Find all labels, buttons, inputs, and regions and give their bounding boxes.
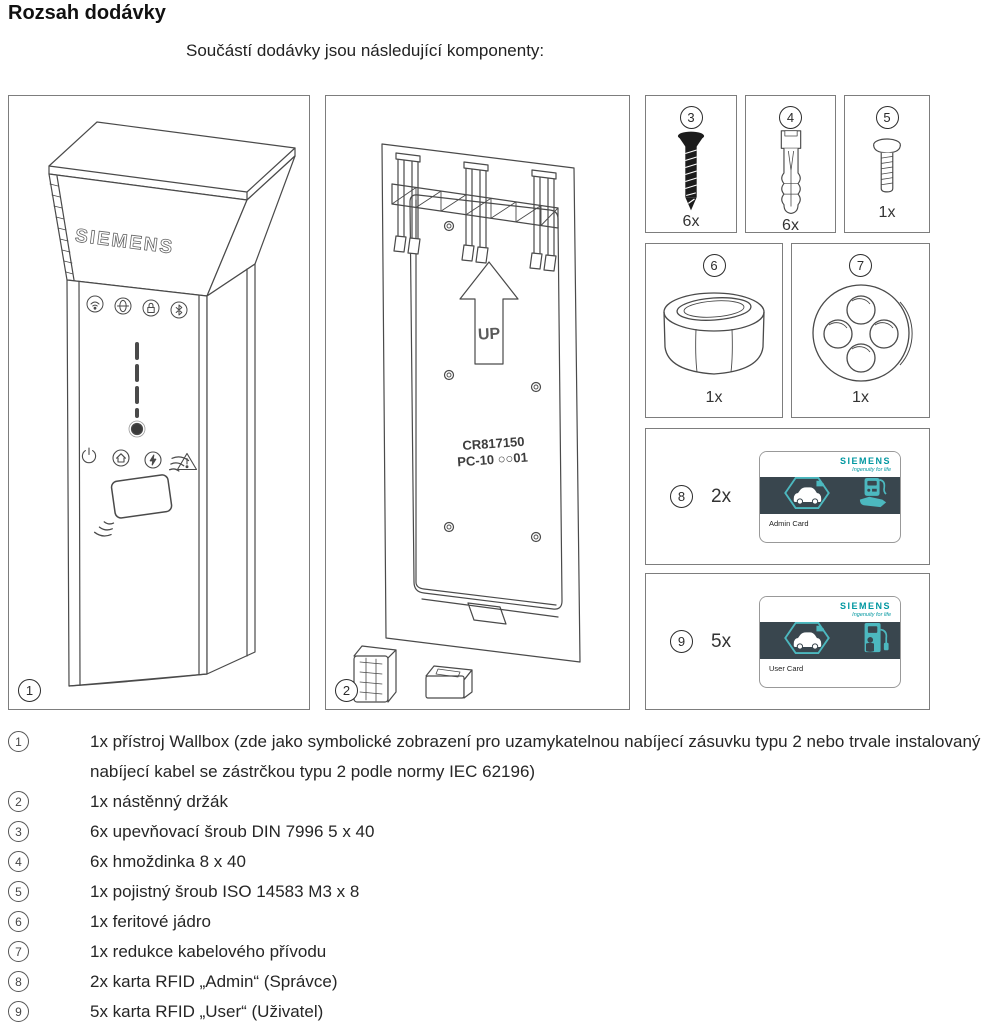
part-box-wall-plug: 4 6x bbox=[745, 95, 836, 234]
legend-text-5: 1x pojistný šroub ISO 14583 M3 x 8 bbox=[90, 882, 360, 901]
hexagon-car-icon bbox=[784, 621, 830, 654]
bracket-panel: UP CR817150 PC-10 ○○01 bbox=[325, 95, 630, 710]
part-box-admin-card: 8 2x SIEMENS Ingenuity for life bbox=[645, 428, 930, 565]
legend-text-7: 1x redukce kabelového přívodu bbox=[90, 942, 327, 961]
block-part bbox=[425, 665, 473, 699]
part4-qty: 6x bbox=[782, 217, 799, 234]
legend-text-9: 5x karta RFID „User“ (Uživatel) bbox=[90, 1002, 324, 1021]
hook-tower-middle bbox=[461, 161, 489, 264]
part9-number-badge: 9 bbox=[670, 630, 693, 653]
ferrite-core-icon bbox=[663, 292, 765, 375]
hand-charger-icon bbox=[859, 477, 887, 507]
legend-item-7: 7 1x redukce kabelového přívodu bbox=[8, 937, 993, 967]
hook-tower-left bbox=[393, 152, 421, 255]
part7-number-badge: 7 bbox=[849, 254, 872, 277]
lock-icon bbox=[142, 299, 160, 317]
bracket-number-badge: 2 bbox=[335, 679, 358, 702]
led-icons-top bbox=[86, 295, 188, 319]
delivery-figure: SIEMENS bbox=[0, 95, 997, 710]
part-code: CR817150 PC-10 ○○01 bbox=[457, 434, 528, 470]
legend-text-2: 1x nástěnný držák bbox=[90, 792, 228, 811]
legend-text-8: 2x karta RFID „Admin“ (Správce) bbox=[90, 972, 338, 991]
home-icon bbox=[112, 449, 130, 467]
legend-num-7: 7 bbox=[8, 941, 29, 962]
part-box-user-card: 9 5x SIEMENS Ingenuity for life bbox=[645, 573, 930, 710]
wallbox-panel: SIEMENS bbox=[8, 95, 310, 710]
legend-item-6: 6 1x feritové jádro bbox=[8, 907, 993, 937]
part-code-line2: PC-10 ○○01 bbox=[457, 450, 528, 470]
card-tagline: Ingenuity for life bbox=[852, 611, 891, 618]
wood-screw-icon bbox=[677, 131, 705, 211]
wallbox-illustration: SIEMENS bbox=[48, 121, 296, 687]
wallbox-number-badge: 1 bbox=[18, 679, 41, 702]
part8-qty: 2x bbox=[711, 485, 732, 507]
charging-station-person-icon bbox=[864, 622, 889, 652]
up-arrow: UP bbox=[459, 261, 519, 365]
legend-num-1: 1 bbox=[8, 731, 29, 752]
page-title: Rozsah dodávky bbox=[8, 2, 166, 24]
legend-item-3: 3 6x upevňovací šroub DIN 7996 5 x 40 bbox=[8, 817, 993, 847]
screw-holes bbox=[443, 220, 542, 543]
legend-text-6: 1x feritové jádro bbox=[90, 912, 211, 931]
network-icon bbox=[114, 297, 132, 315]
legend: 1 1x přístroj Wallbox (zde jako symbolic… bbox=[8, 727, 993, 1027]
clip-part bbox=[353, 645, 397, 703]
card-brand: SIEMENS bbox=[839, 600, 891, 611]
part7-qty: 1x bbox=[852, 389, 869, 406]
user-card: SIEMENS Ingenuity for life bbox=[759, 595, 901, 688]
bracket-illustration: UP CR817150 PC-10 ○○01 bbox=[353, 143, 581, 703]
rfid-reader-zone bbox=[93, 456, 190, 537]
cable-reducer-icon bbox=[811, 284, 913, 382]
part-box-reducer: 7 1x bbox=[791, 243, 930, 418]
legend-num-9: 9 bbox=[8, 1001, 29, 1022]
energy-icon bbox=[144, 451, 162, 469]
part3-qty: 6x bbox=[682, 213, 700, 230]
legend-item-4: 4 6x hmoždinka 8 x 40 bbox=[8, 847, 993, 877]
legend-num-4: 4 bbox=[8, 851, 29, 872]
part8-number-badge: 8 bbox=[670, 485, 693, 508]
wifi-icon bbox=[86, 295, 104, 313]
legend-num-8: 8 bbox=[8, 971, 29, 992]
legend-item-1: 1 1x přístroj Wallbox (zde jako symbolic… bbox=[8, 727, 993, 787]
hook-tower-right bbox=[529, 169, 557, 272]
part6-number-badge: 6 bbox=[702, 254, 726, 277]
part4-number-badge: 4 bbox=[779, 106, 802, 129]
button-dot bbox=[130, 422, 144, 436]
hexagon-car-icon bbox=[784, 476, 830, 509]
admin-card: SIEMENS Ingenuity for life bbox=[759, 450, 901, 543]
part-box-screw: 3 6x bbox=[645, 95, 737, 233]
user-card-label: User Card bbox=[769, 663, 804, 673]
part6-qty: 1x bbox=[705, 389, 723, 406]
legend-item-2: 2 1x nástěnný držák bbox=[8, 787, 993, 817]
legend-item-5: 5 1x pojistný šroub ISO 14583 M3 x 8 bbox=[8, 877, 993, 907]
legend-item-8: 8 2x karta RFID „Admin“ (Správce) bbox=[8, 967, 993, 997]
up-label: UP bbox=[478, 325, 501, 343]
legend-num-2: 2 bbox=[8, 791, 29, 812]
locking-screw-icon bbox=[873, 137, 901, 192]
legend-text-4: 6x hmoždinka 8 x 40 bbox=[90, 852, 246, 871]
intro-text: Součástí dodávky jsou následující kompon… bbox=[186, 41, 545, 60]
card-tagline: Ingenuity for life bbox=[852, 466, 891, 473]
admin-card-label: Admin Card bbox=[769, 518, 809, 528]
part-code-line1: CR817150 bbox=[462, 434, 525, 453]
part9-qty: 5x bbox=[711, 630, 732, 652]
part3-number-badge: 3 bbox=[679, 106, 703, 129]
part-box-ferrite: 6 1x bbox=[645, 243, 783, 418]
wall-plug-icon bbox=[780, 130, 801, 215]
bluetooth-icon bbox=[170, 301, 188, 319]
power-icon bbox=[81, 447, 97, 464]
legend-text-3: 6x upevňovací šroub DIN 7996 5 x 40 bbox=[90, 822, 375, 841]
legend-num-3: 3 bbox=[8, 821, 29, 842]
part-box-locking-screw: 5 1x bbox=[844, 95, 930, 233]
part5-number-badge: 5 bbox=[875, 106, 899, 129]
legend-num-5: 5 bbox=[8, 881, 29, 902]
card-brand: SIEMENS bbox=[839, 455, 891, 466]
legend-num-6: 6 bbox=[8, 911, 29, 932]
legend-text-1: 1x přístroj Wallbox (zde jako symbolické… bbox=[90, 732, 981, 781]
legend-item-9: 9 5x karta RFID „User“ (Uživatel) bbox=[8, 997, 993, 1027]
part5-qty: 1x bbox=[878, 204, 896, 221]
